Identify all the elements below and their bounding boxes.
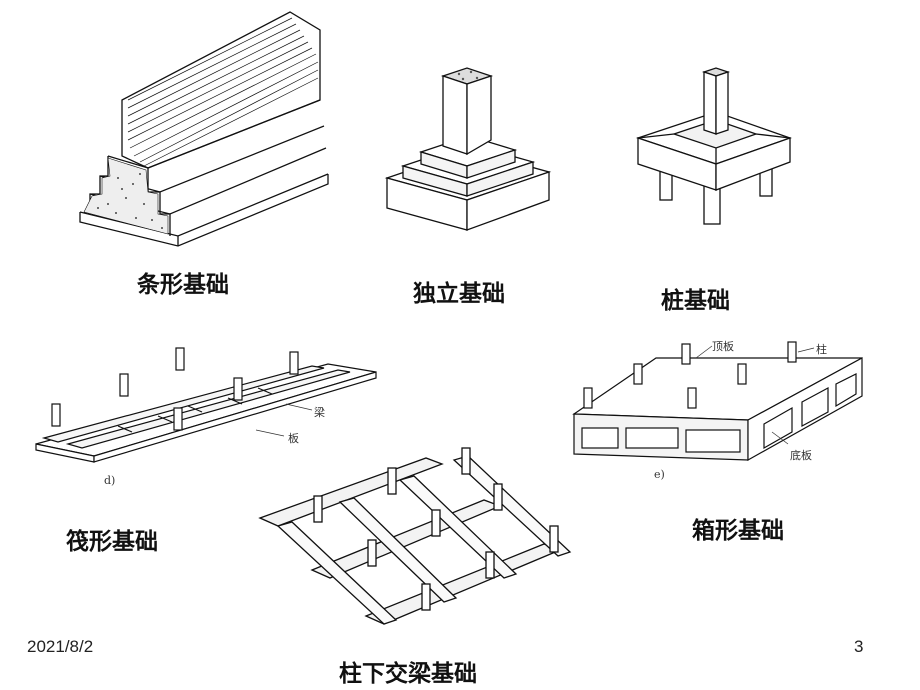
isolated-foundation-caption: 独立基础 bbox=[413, 281, 505, 307]
raft-figure-tag: d) bbox=[104, 474, 116, 487]
box-top-slab-label: 顶板 bbox=[712, 340, 734, 353]
cross-beam-foundation-figure bbox=[258, 447, 572, 625]
isolated-foundation-figure bbox=[384, 67, 552, 231]
cross-beam-foundation-caption: 柱下交梁基础 bbox=[339, 661, 477, 687]
page-number: 3 bbox=[854, 637, 864, 656]
raft-foundation-caption: 筏形基础 bbox=[66, 529, 158, 555]
strip-foundation-figure bbox=[79, 11, 329, 247]
box-column-label: 柱 bbox=[816, 343, 827, 356]
box-foundation-figure bbox=[572, 341, 863, 462]
strip-foundation-caption: 条形基础 bbox=[137, 272, 229, 298]
box-foundation-caption: 箱形基础 bbox=[692, 518, 784, 544]
box-figure-tag: e) bbox=[654, 468, 665, 481]
box-bottom-slab-label: 底板 bbox=[790, 449, 812, 462]
pile-foundation-caption: 桩基础 bbox=[661, 288, 730, 314]
raft-beam-label: 梁 bbox=[314, 406, 325, 419]
raft-foundation-figure bbox=[35, 347, 377, 463]
slide-date: 2021/8/2 bbox=[27, 637, 94, 656]
raft-slab-label: 板 bbox=[288, 432, 299, 445]
pile-foundation-figure bbox=[635, 67, 792, 225]
